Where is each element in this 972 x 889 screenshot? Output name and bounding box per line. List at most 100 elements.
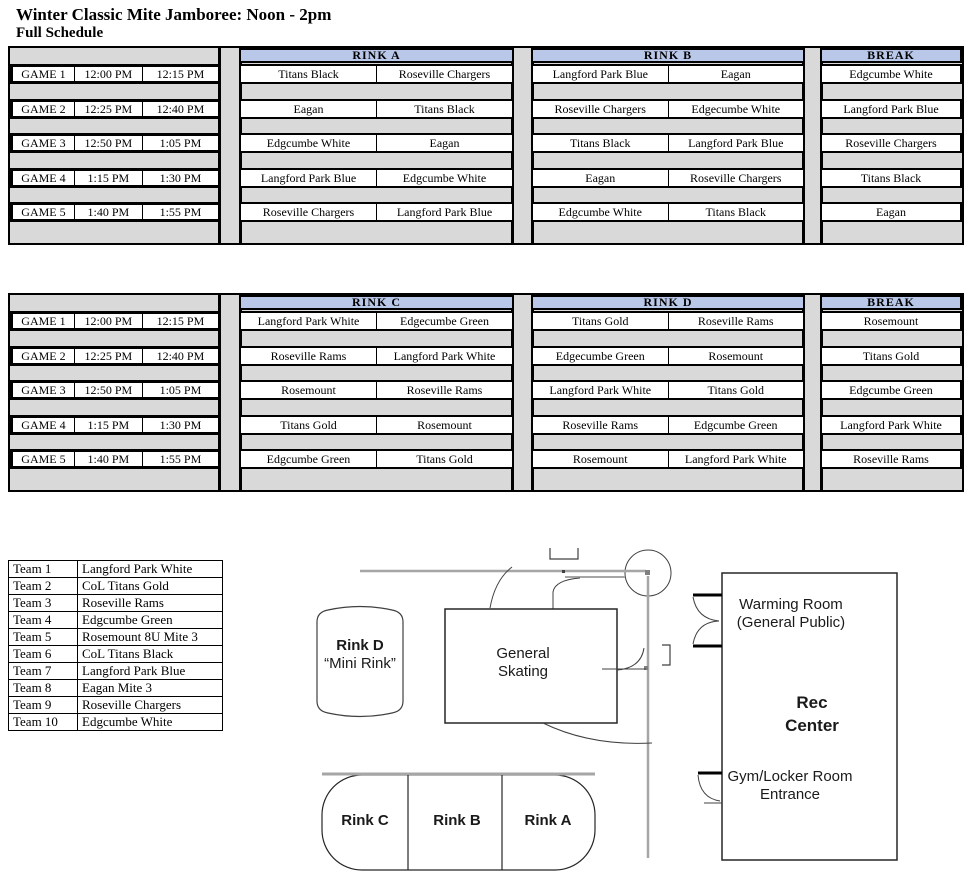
away-team-cell: Eagan	[720, 67, 751, 81]
door-arc	[692, 620, 720, 645]
home-team-cell: Langford Park Blue	[241, 170, 377, 186]
away-team-cell: Titans Gold	[707, 383, 765, 397]
team-id-cell: Team 7	[8, 662, 78, 680]
home-team-cell: Langford Park White	[533, 382, 669, 398]
away-team-cell: Titans Gold	[416, 452, 473, 466]
break-team-cell: Titans Gold	[862, 349, 920, 363]
break-row: Rosemount	[820, 311, 962, 331]
break-header: BREAK	[820, 48, 962, 63]
break-row: Roseville Rams	[820, 449, 962, 469]
home-team-cell: Titans Gold	[533, 313, 669, 329]
team-row: Team 6 CoL Titans Black	[8, 645, 223, 663]
away-team-cell: Titans Black	[705, 205, 767, 219]
door-arc	[489, 566, 513, 609]
matchup-row: Roseville Chargers Edgecumbe White	[531, 99, 805, 119]
home-team-cell: Roseville Rams	[241, 348, 377, 364]
matchup-row: Eagan Titans Black	[239, 99, 514, 119]
rink-b-header: RINK B	[531, 48, 805, 63]
rink-c-label: Rink C	[341, 812, 389, 829]
home-team-cell: Titans Black	[533, 135, 669, 151]
team-name-cell: CoL Titans Gold	[77, 577, 223, 595]
general-skating-label: General Skating	[496, 645, 550, 680]
break-team-cell: Rosemount	[863, 314, 919, 328]
matchup-row: Rosemount Langford Park White	[531, 449, 805, 469]
break-row: Eagan	[820, 202, 962, 222]
start-time-cell: 12:50 PM	[75, 136, 143, 150]
home-team-cell: Rosemount	[533, 451, 669, 467]
break-team-cell: Eagan	[876, 205, 906, 219]
rink-d-column: Titans Gold Roseville Rams Edgecumbe Gre…	[531, 295, 805, 490]
game-time-row: GAME 3 12:50 PM 1:05 PM	[10, 133, 221, 153]
matchup-row: Roseville Rams Langford Park White	[239, 346, 514, 366]
break-team-cell: Langford Park White	[840, 418, 942, 432]
start-time-cell: 12:00 PM	[75, 67, 143, 81]
end-time-cell: 1:55 PM	[159, 452, 202, 466]
game-label-cell: GAME 5	[13, 205, 75, 219]
door-arc	[542, 722, 653, 744]
matchup-row: Edgecumbe Green Rosemount	[531, 346, 805, 366]
rink-a-column: Titans Black Roseville Chargers Eagan Ti…	[239, 48, 514, 243]
start-time-cell: 12:25 PM	[75, 349, 143, 363]
away-team-cell: Langford Park White	[393, 349, 496, 363]
break-team-cell: Edgcumbe White	[849, 67, 933, 81]
home-team-cell: Titans Gold	[241, 417, 377, 433]
end-time-cell: 1:05 PM	[159, 383, 202, 397]
rink-c-header: RINK C	[239, 295, 514, 310]
break-row: Edgcumbe White	[820, 64, 962, 84]
rink-d-header: RINK D	[531, 295, 805, 310]
pivot-dot	[562, 570, 565, 573]
gym-entrance-label: Gym/Locker Room Entrance	[727, 768, 853, 803]
team-id-cell: Team 1	[8, 560, 78, 578]
matchup-row: Roseville Rams Edgcumbe Green	[531, 415, 805, 435]
home-team-cell: Rosemount	[241, 382, 377, 398]
home-team-cell: Edgecumbe Green	[533, 348, 669, 364]
team-id-cell: Team 3	[8, 594, 78, 612]
away-team-cell: Edgecumbe Green	[400, 314, 489, 328]
break-column: Edgcumbe White Langford Park Blue Rosevi…	[820, 48, 962, 243]
matchup-row: Titans Black Roseville Chargers	[239, 64, 514, 84]
away-team-cell: Edgcumbe Green	[693, 418, 778, 432]
door-arc	[692, 596, 720, 622]
team-id-cell: Team 10	[8, 713, 78, 731]
game-label-cell: GAME 4	[13, 171, 75, 185]
schedule-table-rinks-a-b: RINK A RINK B BREAK GAME 1 12:00 PM 12:1…	[8, 46, 964, 245]
game-label-cell: GAME 5	[13, 452, 75, 466]
team-name-cell: Eagan Mite 3	[77, 679, 223, 697]
home-team-cell: Titans Black	[241, 66, 377, 82]
team-row: Team 5 Rosemount 8U Mite 3	[8, 628, 223, 646]
team-row: Team 7 Langford Park Blue	[8, 662, 223, 680]
door-arc	[697, 774, 721, 802]
team-name-cell: Rosemount 8U Mite 3	[77, 628, 223, 646]
away-team-cell: Rosemount	[708, 349, 764, 363]
game-label-cell: GAME 3	[13, 136, 75, 150]
start-time-cell: 12:50 PM	[75, 383, 143, 397]
game-label-cell: GAME 3	[13, 383, 75, 397]
page-title: Winter Classic Mite Jamboree: Noon - 2pm	[16, 5, 332, 24]
break-row: Titans Black	[820, 168, 962, 188]
team-row: Team 3 Roseville Rams	[8, 594, 223, 612]
team-name-cell: Langford Park Blue	[77, 662, 223, 680]
away-team-cell: Langford Park Blue	[396, 205, 493, 219]
team-row: Team 4 Edgcumbe Green	[8, 611, 223, 629]
matchup-row: Titans Gold Rosemount	[239, 415, 514, 435]
end-time-cell: 1:30 PM	[159, 171, 202, 185]
team-row: Team 10 Edgcumbe White	[8, 713, 223, 731]
wall-bracket	[549, 548, 579, 560]
break-team-cell: Edgcumbe Green	[849, 383, 933, 397]
rec-center-label: Rec Center	[785, 693, 839, 735]
game-time-row: GAME 5 1:40 PM 1:55 PM	[10, 449, 221, 469]
game-label-cell: GAME 1	[13, 314, 75, 328]
start-time-cell: 1:15 PM	[75, 418, 143, 432]
break-row: Roseville Chargers	[820, 133, 962, 153]
rink-c-column: Langford Park White Edgecumbe Green Rose…	[239, 295, 514, 490]
team-id-cell: Team 6	[8, 645, 78, 663]
away-team-cell: Edgcumbe White	[402, 171, 487, 185]
matchup-row: Rosemount Roseville Rams	[239, 380, 514, 400]
home-team-cell: Edgcumbe White	[241, 135, 377, 151]
away-team-cell: Langford Park Blue	[688, 136, 784, 150]
games-times-column: GAME 1 12:00 PM 12:15 PM GAME 2 12:25 PM…	[10, 48, 221, 243]
team-name-cell: Roseville Rams	[77, 594, 223, 612]
away-team-cell: Roseville Chargers	[690, 171, 782, 185]
team-name-cell: Langford Park White	[77, 560, 223, 578]
home-team-cell: Edgcumbe White	[533, 204, 669, 220]
